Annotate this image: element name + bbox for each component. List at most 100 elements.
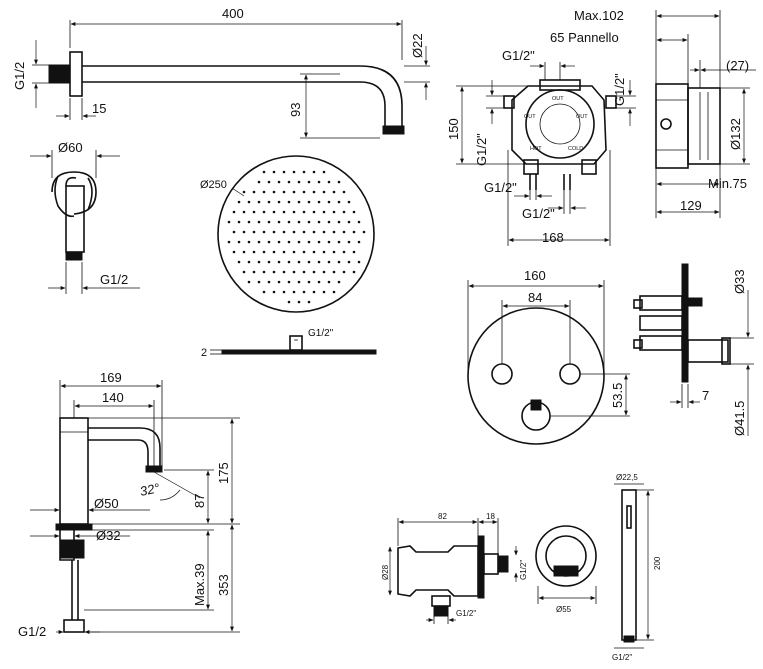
nozzle-dot	[317, 220, 321, 224]
outlet-18-label: 18	[486, 512, 495, 521]
nozzle-dot	[282, 250, 286, 254]
nozzle-dot	[317, 200, 321, 204]
nozzle-dot	[237, 200, 241, 204]
mixer-max39-label: Max.39	[192, 563, 207, 606]
nozzle-dot	[302, 210, 306, 214]
box-thread-right-label: G1/2"	[612, 73, 627, 106]
nozzle-dot	[297, 280, 301, 284]
mixer-140-label: 140	[102, 390, 124, 405]
nozzle-dot	[292, 190, 296, 194]
mixer-353-label: 353	[216, 574, 231, 596]
arm-tube	[82, 65, 403, 128]
nozzle-dot	[287, 220, 291, 224]
nozzle-dot	[282, 210, 286, 214]
valve-body-drawing: Ø33 7 Ø41.5	[633, 263, 754, 436]
nozzle-dot	[282, 230, 286, 234]
nozzle-dot	[302, 230, 306, 234]
nozzle-dot	[347, 220, 351, 224]
nozzle-dot	[252, 250, 256, 254]
nozzle-dot	[257, 180, 261, 184]
nozzle-dot	[297, 240, 301, 244]
box-port-out-right: OUT	[576, 114, 588, 120]
nozzle-dot	[272, 230, 276, 234]
nozzle-dot	[282, 190, 286, 194]
side-max-label: Max.102	[574, 8, 624, 23]
nozzle-dot	[242, 190, 246, 194]
nozzle-dot	[327, 280, 331, 284]
concealed-box-front: OUT OUT OUT HOT COLD G1/2" G1/2" 150 G1/…	[446, 48, 636, 246]
nozzle-dot	[267, 260, 271, 264]
arm-thread-label: G1/2	[12, 62, 27, 90]
arm-drop-label: 93	[288, 103, 303, 117]
nozzle-dot	[282, 270, 286, 274]
arm-diameter-label: Ø22	[410, 33, 425, 58]
nozzle-dot	[312, 230, 316, 234]
shower-head-face	[217, 155, 375, 313]
flange-thread-label: G1/2	[100, 272, 128, 287]
nozzle-dot	[277, 260, 281, 264]
nozzle-dot	[282, 170, 286, 174]
nozzle-dot	[342, 190, 346, 194]
nozzle-dot	[307, 200, 311, 204]
nozzle-dot	[257, 200, 261, 204]
nozzle-dot	[272, 290, 276, 294]
concealed-box-side: Max.102 65 Pannello (27) Ø132 Min.75 129	[550, 8, 756, 218]
nozzle-dot	[352, 250, 356, 254]
hand-200-label: 200	[653, 556, 662, 570]
nozzle-dot	[232, 230, 236, 234]
nozzle-dot	[357, 240, 361, 244]
nozzle-dot	[322, 190, 326, 194]
box-thread-bottom-label: G1/2"	[522, 206, 555, 221]
shower-head-drawing: Ø250 G1/2" 2	[200, 155, 377, 359]
nozzle-dot	[332, 190, 336, 194]
nozzle-dot	[252, 190, 256, 194]
hand-g12-label: G1/2"	[612, 653, 632, 662]
box-height-label: 150	[446, 118, 461, 140]
box-thread-left-label: G1/2"	[474, 133, 489, 166]
nozzle-dot	[242, 270, 246, 274]
nozzle-dot	[297, 200, 301, 204]
side-pannello-label: 65 Pannello	[550, 30, 619, 45]
nozzle-dot	[307, 220, 311, 224]
flange-diameter-label: Ø60	[58, 140, 83, 155]
arm-flange	[69, 51, 83, 97]
round-plate-drawing: 160 84 53.5	[467, 268, 630, 445]
mixer-angle-label: 32°	[139, 480, 161, 499]
nozzle-dot	[332, 270, 336, 274]
nozzle-dot	[267, 180, 271, 184]
nozzle-dot	[327, 220, 331, 224]
plate-circle	[467, 307, 605, 445]
nozzle-dot	[312, 250, 316, 254]
nozzle-dot	[337, 260, 341, 264]
nozzle-dot	[252, 270, 256, 274]
nozzle-dot	[297, 180, 301, 184]
nozzle-dot	[312, 290, 316, 294]
nozzle-dot	[307, 260, 311, 264]
nozzle-dot	[317, 260, 321, 264]
nozzle-dot	[292, 170, 296, 174]
box-thread-top-label: G1/2"	[502, 48, 535, 63]
nozzle-dot	[347, 260, 351, 264]
nozzle-dot	[342, 230, 346, 234]
nozzle-dot	[292, 270, 296, 274]
nozzle-dot	[332, 250, 336, 254]
nozzle-dot	[287, 300, 291, 304]
nozzle-dot	[287, 180, 291, 184]
nozzle-dot	[247, 260, 251, 264]
nozzle-dot	[277, 280, 281, 284]
nozzle-dot	[267, 200, 271, 204]
holder-55-label: Ø55	[556, 605, 572, 614]
nozzle-dot	[257, 260, 261, 264]
nozzle-dot	[282, 290, 286, 294]
side-132-label: Ø132	[728, 118, 743, 150]
box-thread-bl-label: G1/2"	[484, 180, 517, 195]
nozzle-dot	[242, 230, 246, 234]
nozzle-dot	[352, 230, 356, 234]
nozzle-dot	[302, 250, 306, 254]
nozzle-dot	[317, 180, 321, 184]
outlet-28-label: Ø28	[381, 564, 390, 580]
nozzle-dot	[312, 170, 316, 174]
nozzle-dot	[237, 260, 241, 264]
nozzle-dot	[342, 250, 346, 254]
shower-arm-drawing: 400 G1/2 Ø22 15 93	[12, 6, 430, 139]
